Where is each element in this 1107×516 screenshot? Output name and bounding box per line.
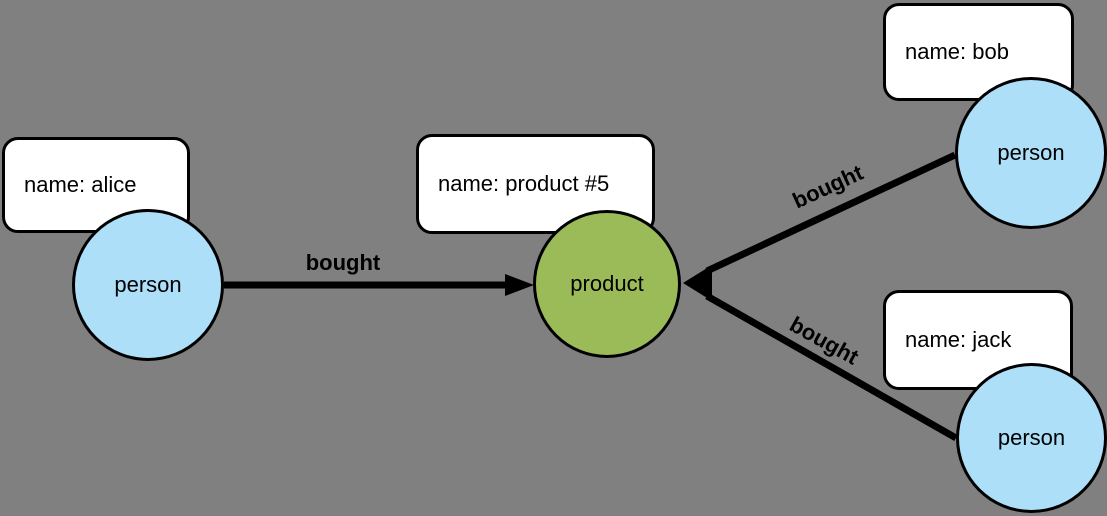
node-label-alice: person	[114, 272, 182, 297]
property-text-jack: name: jack	[905, 327, 1012, 352]
node-person-alice[interactable]: person	[72, 209, 224, 361]
node-product[interactable]: product	[533, 210, 681, 358]
edge-jack-bought-product[interactable]	[705, 292, 958, 442]
property-box-bob[interactable]: name: bob	[883, 3, 1074, 101]
arrowhead-alice-product	[505, 274, 534, 296]
edge-bob-bought-product[interactable]	[705, 151, 957, 275]
node-label-product: product	[570, 271, 644, 296]
node-person-bob[interactable]: person	[955, 77, 1107, 229]
edge-label-alice-bought: bought	[305, 250, 381, 275]
node-label-bob: person	[997, 140, 1065, 165]
property-box-jack[interactable]: name: jack	[883, 290, 1073, 390]
property-box-product[interactable]: name: product #5	[416, 134, 655, 234]
property-text-product: name: product #5	[438, 171, 610, 196]
property-text-bob: name: bob	[905, 39, 1009, 64]
property-text-alice: name: alice	[24, 172, 137, 197]
arrowhead-bob-jack-product	[683, 265, 712, 301]
node-label-jack: person	[997, 425, 1066, 450]
node-person-jack[interactable]: person	[956, 363, 1107, 513]
